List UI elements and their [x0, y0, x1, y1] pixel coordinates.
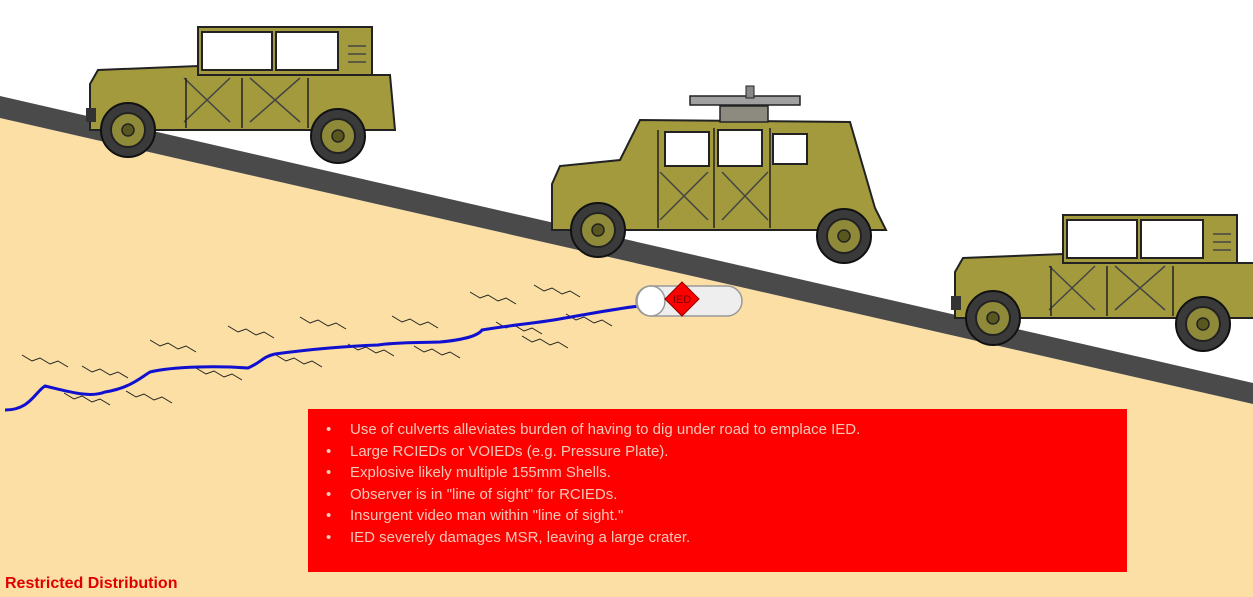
- bullet-item: Explosive likely multiple 155mm Shells.: [322, 462, 1115, 484]
- info-panel: Use of culverts alleviates burden of hav…: [308, 409, 1127, 572]
- humvee-center: [552, 86, 886, 263]
- humvee-left: [86, 27, 395, 163]
- bullet-item: Use of culverts alleviates burden of hav…: [322, 419, 1115, 441]
- bullet-item: IED severely damages MSR, leaving a larg…: [322, 527, 1115, 549]
- restricted-distribution-label: Restricted Distribution: [5, 575, 177, 593]
- bullet-item: Insurgent video man within "line of sigh…: [322, 505, 1115, 527]
- ied-marker-label: IED: [673, 294, 691, 306]
- bullet-list: Use of culverts alleviates burden of hav…: [322, 419, 1115, 548]
- bullet-item: Large RCIEDs or VOIEDs (e.g. Pressure Pl…: [322, 441, 1115, 463]
- bullet-item: Observer is in "line of sight" for RCIED…: [322, 484, 1115, 506]
- humvee-right: [951, 215, 1253, 351]
